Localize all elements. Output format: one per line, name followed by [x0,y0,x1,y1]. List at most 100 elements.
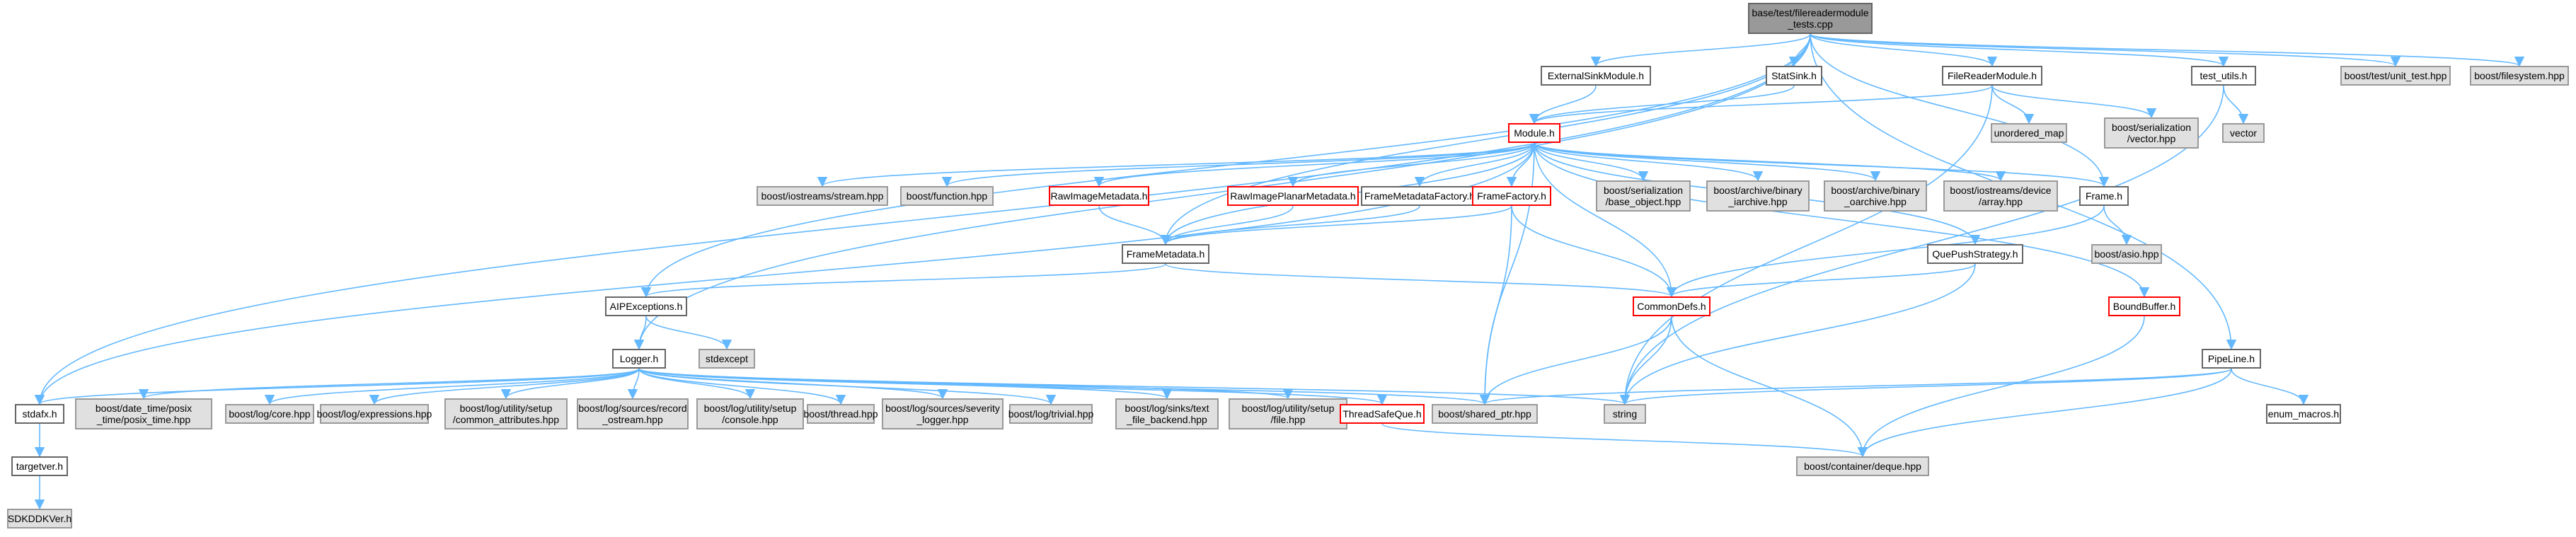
edge-pipeline-to-sharedptr [1480,368,2232,405]
edge-testutils-to-vector [2223,85,2249,125]
edge-boundbuffer-to-deque [1857,316,2145,458]
node-extsink[interactable]: ExternalSinkModule.h [1541,66,1651,86]
node-commonattr[interactable]: boost/log/utility/setup /common_attribut… [444,398,568,429]
node-baseobject[interactable]: boost/serialization /base_object.hpp [1596,180,1691,212]
edge-module-to-fmfactory [1414,142,1535,187]
node-stdexcept[interactable]: stdexcept [698,349,755,369]
node-statsink[interactable]: StatSink.h [1766,66,1822,86]
edge-logger-to-logexpr [369,368,640,405]
node-asio[interactable]: boost/asio.hpp [2091,244,2162,264]
edge-module-to-binoarchive [1534,142,1880,182]
node-logger[interactable]: Logger.h [612,349,666,369]
node-rawplanar[interactable]: RawImagePlanarMetadata.h [1227,186,1359,206]
edge-module-to-frame [1534,142,2109,187]
node-function[interactable]: boost/function.hpp [900,186,994,206]
node-commondefs[interactable]: CommonDefs.h [1633,296,1710,316]
edge-root-to-stdafx [34,33,1811,405]
edge-aipexceptions-to-stdexcept [645,316,732,350]
node-targetver[interactable]: targetver.h [11,456,68,476]
edge-pipeline-to-string [1620,368,2232,405]
edge-root-to-testutils [1810,33,2229,67]
node-string[interactable]: string [1604,404,1646,424]
edge-framemeta-to-aipexceptions [641,263,1166,298]
edge-filereader-to-unorderedmap [1991,85,2035,125]
node-enummacros[interactable]: enum_macros.h [2266,404,2341,424]
node-unittest[interactable]: boost/test/unit_test.hpp [2340,66,2451,86]
edge-framefactory-to-sharedptr [1479,205,1512,405]
edge-module-to-rawplanar [1287,142,1535,187]
edge-module-to-rawmeta [1094,142,1535,187]
edge-commondefs-to-sharedptr [1479,316,1672,405]
edge-pipeline-to-enummacros [2231,368,2309,405]
node-boundbuffer[interactable]: BoundBuffer.h [2108,296,2180,316]
node-biniarchive[interactable]: boost/archive/binary _iarchive.hpp [1706,180,1810,212]
edge-logger-to-logcore [265,368,640,405]
edge-logger-to-posixtime [139,368,640,400]
edge-root-to-frame [1810,33,2110,187]
edge-logger-to-stdafx [35,368,640,405]
node-vector[interactable]: vector [2222,123,2265,143]
node-setupfile[interactable]: boost/log/utility/setup /file.hpp [1229,398,1347,429]
node-iostreamsstream[interactable]: boost/iostreams/stream.hpp [757,186,888,206]
node-binoarchive[interactable]: boost/archive/binary _oarchive.hpp [1824,180,1927,212]
node-textfile[interactable]: boost/log/sinks/text _file_backend.hpp [1115,398,1219,429]
edge-framemeta-to-commondefs [1165,263,1677,298]
node-threadsafeque[interactable]: ThreadSafeQue.h [1340,404,1425,424]
edge-module-to-devarray [1534,142,2006,182]
edge-root-to-filesystem [1810,33,2524,67]
edge-filereader-to-module [1529,85,1993,125]
edge-commondefs-to-string [1619,316,1672,405]
edge-root-to-filereader [1810,33,1998,67]
node-framemeta[interactable]: FrameMetadata.h [1122,244,1209,264]
node-ostream[interactable]: boost/log/sources/record _ostream.hpp [577,398,689,429]
node-logexpr[interactable]: boost/log/expressions.hpp [317,404,432,424]
edge-logger-to-commonattr [500,368,640,400]
edge-module-to-baseobject [1534,142,1649,182]
node-sevlogger[interactable]: boost/log/sources/severity _logger.hpp [882,398,1004,429]
node-fmfactory[interactable]: FrameMetadataFactory.h [1361,186,1478,206]
edge-root-to-logger [633,33,1811,350]
node-sharedptr[interactable]: boost/shared_ptr.hpp [1432,404,1538,424]
node-quepush[interactable]: QuePushStrategy.h [1927,244,2023,264]
node-logcore[interactable]: boost/log/core.hpp [225,404,314,424]
node-filesystem[interactable]: boost/filesystem.hpp [2470,66,2569,86]
node-module[interactable]: Module.h [1508,123,1560,143]
edge-fmfactory-to-framemeta [1160,205,1420,246]
node-root[interactable]: base/test/filereadermodule _tests.cpp [1748,3,1873,34]
edge-logger-to-string [638,368,1630,405]
edge-filereader-to-servector [1991,85,2157,119]
node-framefactory[interactable]: FrameFactory.h [1472,186,1551,206]
edge-framefactory-to-framemeta [1161,205,1512,246]
node-deque[interactable]: boost/container/deque.hpp [1796,456,1929,476]
node-devarray[interactable]: boost/iostreams/device /array.hpp [1943,180,2058,212]
edge-statsink-to-module [1529,85,1795,125]
edge-filereader-to-string [1619,85,1993,405]
node-servector[interactable]: boost/serialization /vector.hpp [2104,117,2199,149]
edge-quepush-to-string [1619,263,1976,405]
node-logtrivial[interactable]: boost/log/trivial.hpp [1008,404,1093,424]
node-frame[interactable]: Frame.h [2079,186,2129,206]
edge-quepush-to-commondefs [1667,263,1976,298]
edge-aipexceptions-to-logger [633,316,647,350]
node-testutils[interactable]: test_utils.h [2191,66,2256,86]
edge-pipeline-to-deque [1857,368,2232,458]
node-pipeline[interactable]: PipeLine.h [2202,349,2261,369]
node-posixtime[interactable]: boost/date_time/posix _time/posix_time.h… [75,398,212,429]
edge-module-to-stdafx [34,142,1535,405]
node-unorderedmap[interactable]: unordered_map [1991,123,2067,143]
edge-logger-to-thread [638,368,846,405]
node-aipexceptions[interactable]: AIPExceptions.h [605,296,687,316]
edge-module-to-function [942,142,1535,187]
node-filereader[interactable]: FileReaderModule.h [1942,66,2042,86]
node-thread[interactable]: boost/thread.hpp [803,404,878,424]
edge-frame-to-asio [2103,205,2132,246]
node-sdkddkver[interactable]: SDKDDKVer.h [7,509,72,529]
edge-framefactory-to-commondefs [1511,205,1677,298]
node-rawmeta[interactable]: RawImageMetadata.h [1049,186,1149,206]
node-stdafx[interactable]: stdafx.h [15,404,64,424]
edge-commondefs-to-deque [1671,316,1868,458]
edge-module-to-sharedptr [1479,142,1535,405]
node-console[interactable]: boost/log/utility/setup /console.hpp [696,398,804,429]
edge-module-to-biniarchive [1534,142,1764,182]
